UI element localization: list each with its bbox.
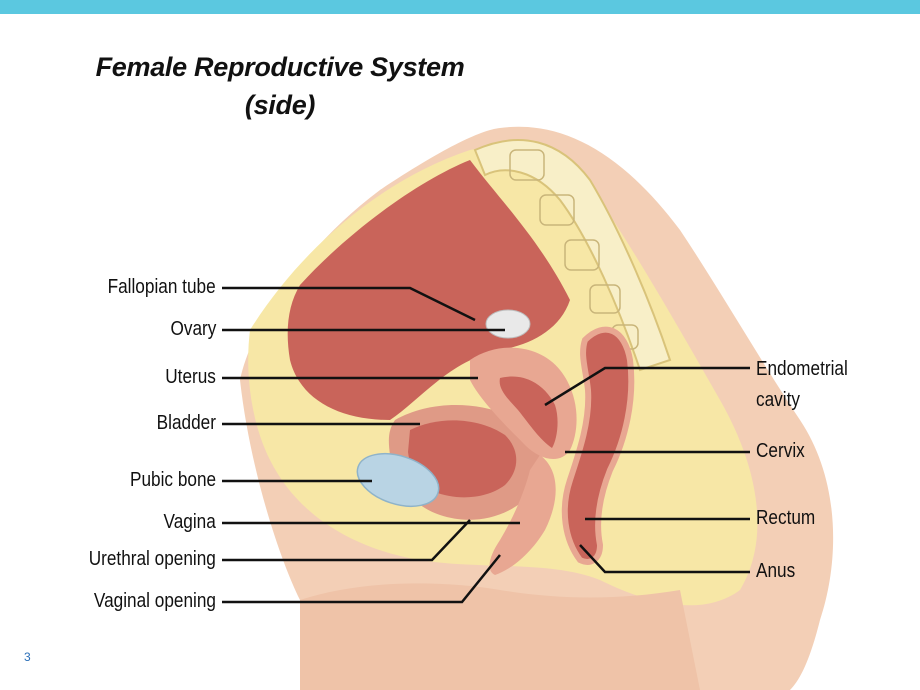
pubic-bone: [356, 452, 440, 508]
label-urethral-opening: Urethral opening: [88, 548, 216, 570]
fallopian-tube-line: [222, 286, 476, 322]
endometrial-cavity: [499, 376, 558, 448]
label-endometrial-cavity-line2: cavity: [756, 389, 800, 411]
abdominal-cavity: [287, 160, 570, 420]
anus-line: [579, 544, 750, 574]
label-rectum: Rectum: [756, 507, 816, 529]
thigh: [300, 583, 700, 690]
label-cervix: Cervix: [756, 440, 805, 462]
spine: [473, 139, 672, 372]
label-vaginal-opening: Vaginal opening: [93, 590, 216, 612]
endometrial-line: [544, 366, 750, 407]
rectum: [561, 326, 635, 565]
top-accent-bar: [0, 0, 920, 14]
ovary: [485, 309, 531, 339]
leader-lines: [222, 286, 750, 604]
diagram-title: Female Reproductive System: [95, 52, 465, 82]
vagina: [489, 455, 556, 575]
page-number: 3: [24, 650, 31, 664]
label-vagina: Vagina: [163, 511, 216, 533]
label-uterus: Uterus: [165, 366, 216, 388]
label-anus: Anus: [756, 560, 796, 582]
label-fallopian-tube: Fallopian tube: [107, 276, 216, 298]
vaginal-opening-line: [222, 554, 501, 604]
label-pubic-bone: Pubic bone: [129, 469, 216, 491]
label-bladder: Bladder: [156, 412, 216, 434]
label-ovary: Ovary: [170, 318, 216, 340]
diagram-subtitle: (side): [244, 90, 316, 120]
urethral-opening-line: [222, 519, 471, 562]
label-endometrial-cavity-line1: Endometrial: [756, 358, 848, 380]
vertebrae: [509, 149, 639, 350]
